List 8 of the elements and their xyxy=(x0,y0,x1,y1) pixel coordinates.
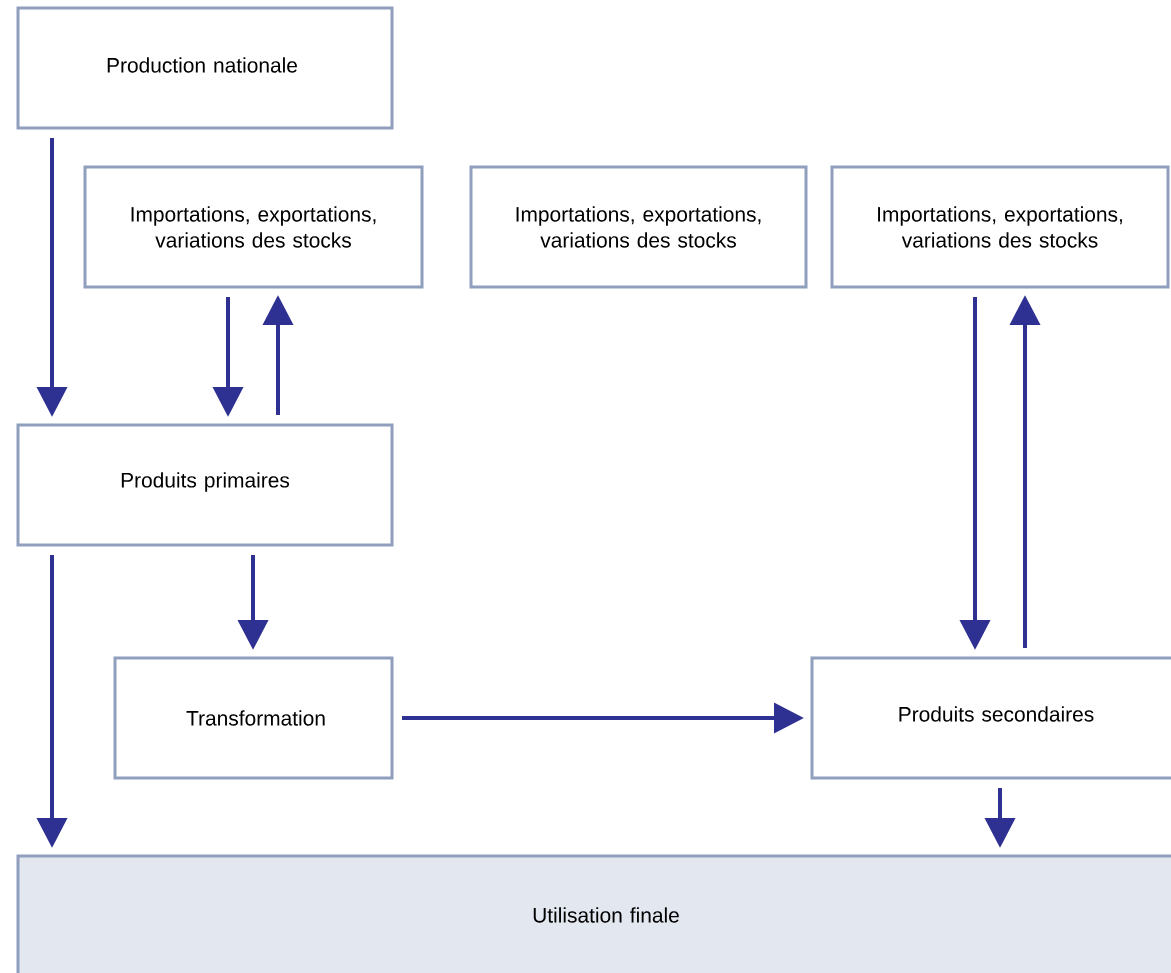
result-band: Utilisation finale xyxy=(16,854,1171,973)
process-box: Produits secondaires xyxy=(810,656,1171,780)
process-box: Importations, exportations, variations des stocks xyxy=(83,165,424,289)
process-box: Importations, exportations, variations des stocks xyxy=(830,165,1170,289)
process-box: Importations, exportations, variations des stocks xyxy=(469,165,808,289)
process-box: Produits primaires xyxy=(16,423,394,547)
process-box: Production nationale xyxy=(16,6,394,130)
process-box: Transformation xyxy=(113,656,394,780)
